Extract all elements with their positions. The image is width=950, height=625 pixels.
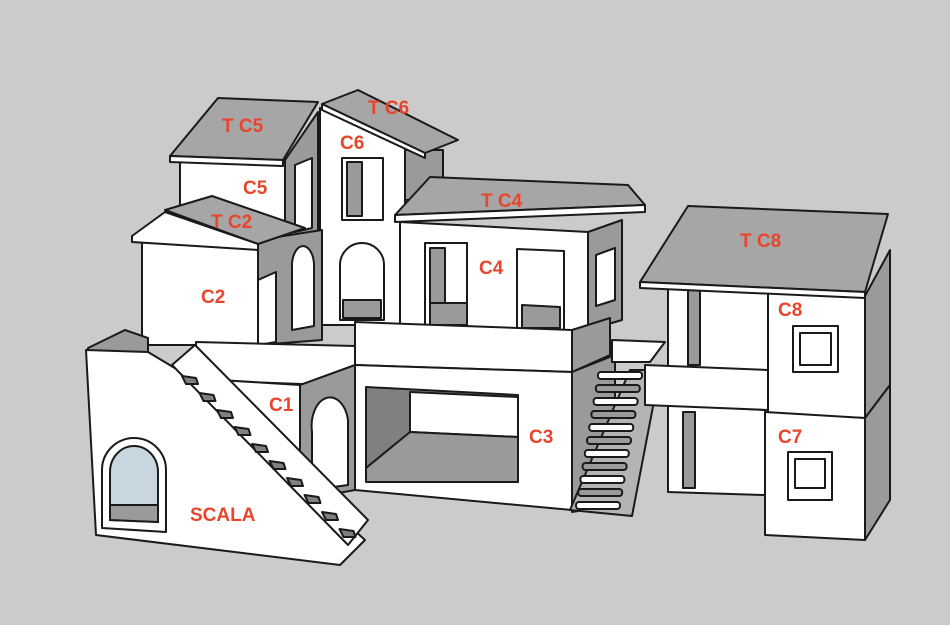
window-c5 bbox=[294, 157, 313, 233]
stair-tread bbox=[303, 494, 322, 504]
label-c2: C2 bbox=[201, 287, 225, 308]
label-tc5: T C5 bbox=[222, 116, 264, 137]
stair-tread bbox=[575, 501, 621, 510]
label-scala: SCALA bbox=[190, 505, 256, 526]
label-tc4: T C4 bbox=[481, 191, 523, 212]
stair-tread bbox=[588, 423, 635, 432]
roof-tc4 bbox=[394, 176, 646, 223]
label-c8: C8 bbox=[778, 300, 802, 321]
stair-tread bbox=[590, 410, 637, 419]
label-c7: C7 bbox=[778, 427, 802, 448]
stair-tread bbox=[583, 449, 630, 458]
label-c3: C3 bbox=[529, 427, 553, 448]
label-tc8: T C8 bbox=[740, 231, 781, 252]
stair-tread bbox=[198, 392, 217, 402]
module-c4 bbox=[399, 219, 623, 331]
module-scala bbox=[85, 329, 369, 566]
stair-treads-right bbox=[575, 371, 643, 510]
module-c3 bbox=[354, 354, 616, 513]
bridge-balcony bbox=[644, 364, 769, 411]
label-tc6: T C6 bbox=[368, 98, 409, 119]
module-c2 bbox=[141, 229, 323, 346]
stair-tread bbox=[338, 528, 357, 538]
label-c4: C4 bbox=[479, 258, 504, 279]
label-c6: C6 bbox=[340, 133, 364, 154]
label-c5: C5 bbox=[243, 178, 268, 199]
roof-tc2 bbox=[131, 195, 306, 251]
label-c1: C1 bbox=[269, 395, 294, 416]
stair-tread bbox=[581, 462, 628, 471]
stair-tread bbox=[597, 371, 643, 380]
roof-tc5 bbox=[169, 97, 319, 167]
stair-tread bbox=[592, 397, 639, 406]
stair-tread bbox=[233, 426, 252, 436]
roof-tc6 bbox=[321, 89, 459, 159]
label-tc2: T C2 bbox=[211, 212, 252, 233]
stair-treads-scala bbox=[181, 375, 357, 538]
arch-window-c2 bbox=[290, 245, 315, 331]
stair-tread bbox=[321, 511, 339, 521]
stair-tread bbox=[579, 475, 626, 484]
module-c7 bbox=[667, 384, 891, 541]
roof-tc8 bbox=[639, 205, 889, 299]
stair-tread bbox=[594, 384, 641, 393]
stair-tread bbox=[268, 460, 287, 470]
stair-tread bbox=[586, 436, 632, 445]
window-c4-side bbox=[595, 247, 616, 307]
stair-tread bbox=[216, 409, 234, 419]
stair-tread bbox=[251, 443, 269, 453]
terrace-parapet bbox=[195, 317, 611, 387]
stair-tread bbox=[181, 375, 199, 385]
arch-c1 bbox=[310, 396, 349, 491]
door-c2 bbox=[257, 271, 277, 346]
stair-tread bbox=[286, 477, 304, 487]
stair-tread bbox=[577, 488, 624, 497]
